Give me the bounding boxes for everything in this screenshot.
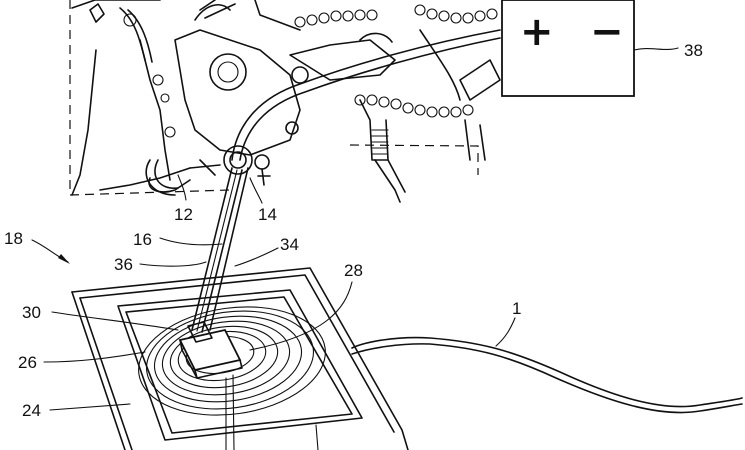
label-36: 36 xyxy=(114,255,133,274)
leader-30 xyxy=(51,311,179,331)
leader-coil-b xyxy=(232,374,235,450)
label-26: 26 xyxy=(18,353,37,372)
leader-26 xyxy=(43,351,146,363)
power-cord xyxy=(351,336,743,408)
label-24: 24 xyxy=(22,401,41,420)
battery-cable xyxy=(231,29,501,161)
engine-assembly xyxy=(69,0,501,203)
leader-24 xyxy=(49,403,131,411)
leader-plate xyxy=(315,424,319,450)
label-16: 16 xyxy=(133,230,152,249)
label-1: 1 xyxy=(512,299,521,318)
charging-cable-16 xyxy=(191,167,249,333)
leader-1 xyxy=(495,317,516,347)
leader-16 xyxy=(159,237,223,246)
leader-28 xyxy=(249,281,353,351)
leader-14 xyxy=(249,177,263,204)
arrow-18 xyxy=(31,239,70,264)
leader-36 xyxy=(139,261,207,267)
label-34: 34 xyxy=(280,235,299,254)
chain-upper xyxy=(294,4,498,28)
leader-34 xyxy=(234,247,279,267)
battery-box: + − xyxy=(501,0,635,97)
label-28: 28 xyxy=(344,261,363,280)
battery-minus-symbol: − xyxy=(590,9,624,55)
label-38: 38 xyxy=(684,41,703,60)
chain-lower xyxy=(354,94,474,118)
label-18: 18 xyxy=(4,229,23,248)
charging-pad xyxy=(71,267,409,450)
label-12: 12 xyxy=(174,205,193,224)
battery-plus-symbol: + xyxy=(520,9,554,55)
label-30: 30 xyxy=(22,303,41,322)
leader-12 xyxy=(177,174,187,201)
leader-38 xyxy=(633,47,679,51)
label-14: 14 xyxy=(258,205,277,224)
cable-joint xyxy=(223,145,253,175)
